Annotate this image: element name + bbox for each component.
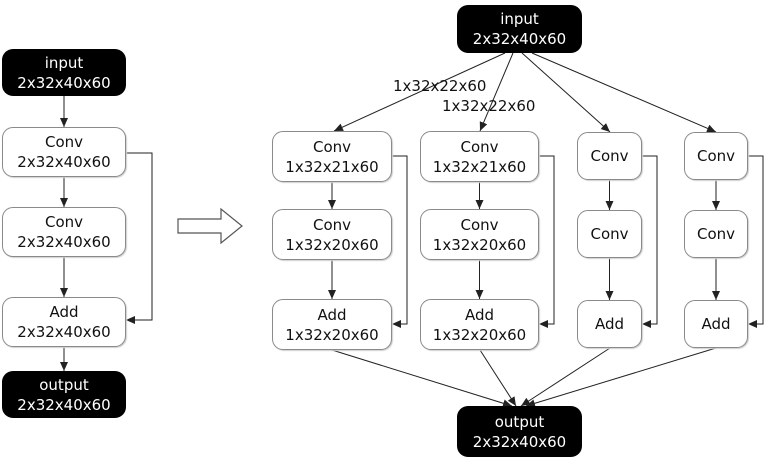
node-shape: 2x32x40x60 — [17, 233, 111, 251]
node-title: Add — [701, 315, 731, 333]
node-title: Conv — [590, 225, 629, 243]
left-conv1-node: Conv 2x32x40x60 — [2, 127, 126, 177]
right-b2-to-output-arrow — [479, 349, 517, 407]
edge-label-branch-2: 1x32x22x60 — [442, 97, 536, 115]
node-shape: 2x32x40x60 — [472, 432, 567, 451]
left-input-node: input 2x32x40x60 — [2, 49, 126, 96]
node-shape: 1x32x20x60 — [285, 235, 379, 254]
right-input-to-b3-arrow — [521, 52, 611, 133]
right-b4-conv1-node: Conv — [684, 132, 748, 180]
right-b1-skip-connection-arrow — [392, 155, 408, 328]
right-b3-skip-connection-arrow — [642, 155, 658, 328]
node-title: output — [494, 412, 545, 431]
node-shape: 2x32x40x60 — [17, 153, 111, 171]
right-input-to-b2-arrow — [479, 52, 514, 132]
node-shape: 2x32x40x60 — [472, 30, 567, 48]
left-output-node: output 2x32x40x60 — [2, 371, 126, 418]
node-shape: 1x32x20x60 — [432, 235, 527, 254]
node-title: Conv — [44, 133, 84, 151]
node-title: Conv — [312, 137, 352, 156]
right-b3-conv2-node: Conv — [577, 210, 642, 258]
node-title: input — [44, 53, 84, 72]
node-title: input — [500, 10, 539, 28]
node-title: Add — [594, 315, 625, 333]
node-shape: 2x32x40x60 — [17, 323, 111, 341]
right-b2-add-node: Add 1x32x20x60 — [420, 299, 539, 350]
right-b4-conv2-node: Conv — [684, 210, 748, 258]
edge-label-branch-1: 1x32x22x60 — [393, 77, 487, 95]
left-add-node: Add 2x32x40x60 — [2, 297, 126, 347]
node-title: Conv — [312, 215, 352, 234]
right-b1-conv1-node: Conv 1x32x21x60 — [272, 131, 392, 182]
right-b4-add-node: Add — [684, 300, 748, 348]
node-shape: 1x32x20x60 — [432, 325, 527, 344]
right-b2-conv2-node: Conv 1x32x20x60 — [420, 209, 539, 260]
right-b4-to-output-arrow — [525, 347, 717, 408]
right-output-node: output 2x32x40x60 — [457, 406, 582, 457]
right-b2-skip-connection-arrow — [539, 155, 555, 328]
node-title: Conv — [696, 147, 736, 165]
right-b1-to-output-arrow — [331, 349, 513, 408]
right-b3-add-node: Add — [577, 300, 642, 348]
right-input-to-b4-arrow — [531, 52, 717, 133]
right-b1-add-node: Add 1x32x20x60 — [272, 299, 392, 350]
node-title: Add — [464, 305, 495, 324]
node-title: Conv — [460, 215, 499, 234]
node-shape: 1x32x21x60 — [285, 157, 379, 176]
node-title: Add — [317, 305, 347, 324]
node-title: Add — [49, 303, 79, 321]
right-input-node: input 2x32x40x60 — [457, 5, 582, 53]
node-title: output — [39, 375, 89, 394]
node-shape: 2x32x40x60 — [17, 73, 111, 92]
right-b3-to-output-arrow — [520, 347, 611, 407]
node-title: Conv — [460, 137, 499, 156]
right-b4-skip-connection-arrow — [748, 155, 764, 328]
left-skip-connection-arrow — [126, 152, 153, 324]
node-shape: 2x32x40x60 — [17, 395, 111, 414]
right-b1-conv2-node: Conv 1x32x20x60 — [272, 209, 392, 260]
node-title: Conv — [696, 225, 736, 243]
right-b3-conv1-node: Conv — [577, 132, 642, 180]
node-title: Conv — [590, 147, 629, 165]
right-input-to-b1-arrow — [333, 52, 506, 132]
node-shape: 1x32x21x60 — [432, 157, 527, 176]
right-b2-conv1-node: Conv 1x32x21x60 — [420, 131, 539, 182]
left-conv2-node: Conv 2x32x40x60 — [2, 207, 126, 257]
node-title: Conv — [44, 213, 84, 231]
node-shape: 1x32x20x60 — [285, 325, 379, 344]
transform-arrow-icon — [177, 207, 243, 245]
